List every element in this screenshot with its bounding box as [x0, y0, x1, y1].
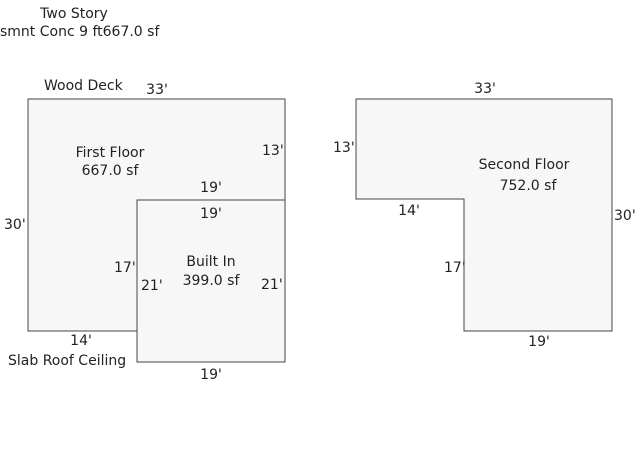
slab-roof-ceiling-label: Slab Roof Ceiling: [8, 353, 127, 369]
second-floor-dim-right: 30': [614, 208, 636, 224]
first-floor-dim-right: 13': [262, 143, 284, 159]
first-floor-dim-bottom: 14': [70, 333, 92, 349]
wood-deck-label: Wood Deck: [44, 78, 123, 94]
header-subtitle: smnt Conc 9 ft667.0 sf: [0, 24, 160, 40]
second-floor-name: Second Floor: [478, 157, 570, 173]
built-in-name: Built In: [186, 254, 236, 270]
second-floor-dim-notch-left: 17': [444, 260, 466, 276]
second-floor-dim-left: 13': [333, 140, 355, 156]
second-floor-area: 752.0 sf: [499, 178, 557, 194]
second-floor-dim-top: 33': [474, 81, 496, 97]
built-in-outline[interactable]: [136, 199, 286, 363]
first-floor-dim-left: 30': [4, 217, 26, 233]
first-floor-dim-notch-left: 17': [114, 260, 136, 276]
first-floor-name: First Floor: [75, 145, 145, 161]
first-floor-area: 667.0 sf: [81, 163, 139, 179]
header-title: Two Story: [40, 6, 108, 22]
second-floor-dim-notch-top: 14': [398, 203, 420, 219]
built-in-area: 399.0 sf: [182, 273, 240, 289]
second-floor-outline[interactable]: [355, 98, 613, 332]
built-in-dim-left: 21': [141, 278, 163, 294]
built-in-dim-right: 21': [261, 277, 283, 293]
built-in-dim-top: 19': [200, 206, 222, 222]
first-floor-dim-top: 33': [146, 82, 168, 98]
second-floor-dim-bottom: 19': [528, 334, 550, 350]
built-in-dim-bottom: 19': [200, 367, 222, 383]
first-floor-dim-notch-top: 19': [200, 180, 222, 196]
